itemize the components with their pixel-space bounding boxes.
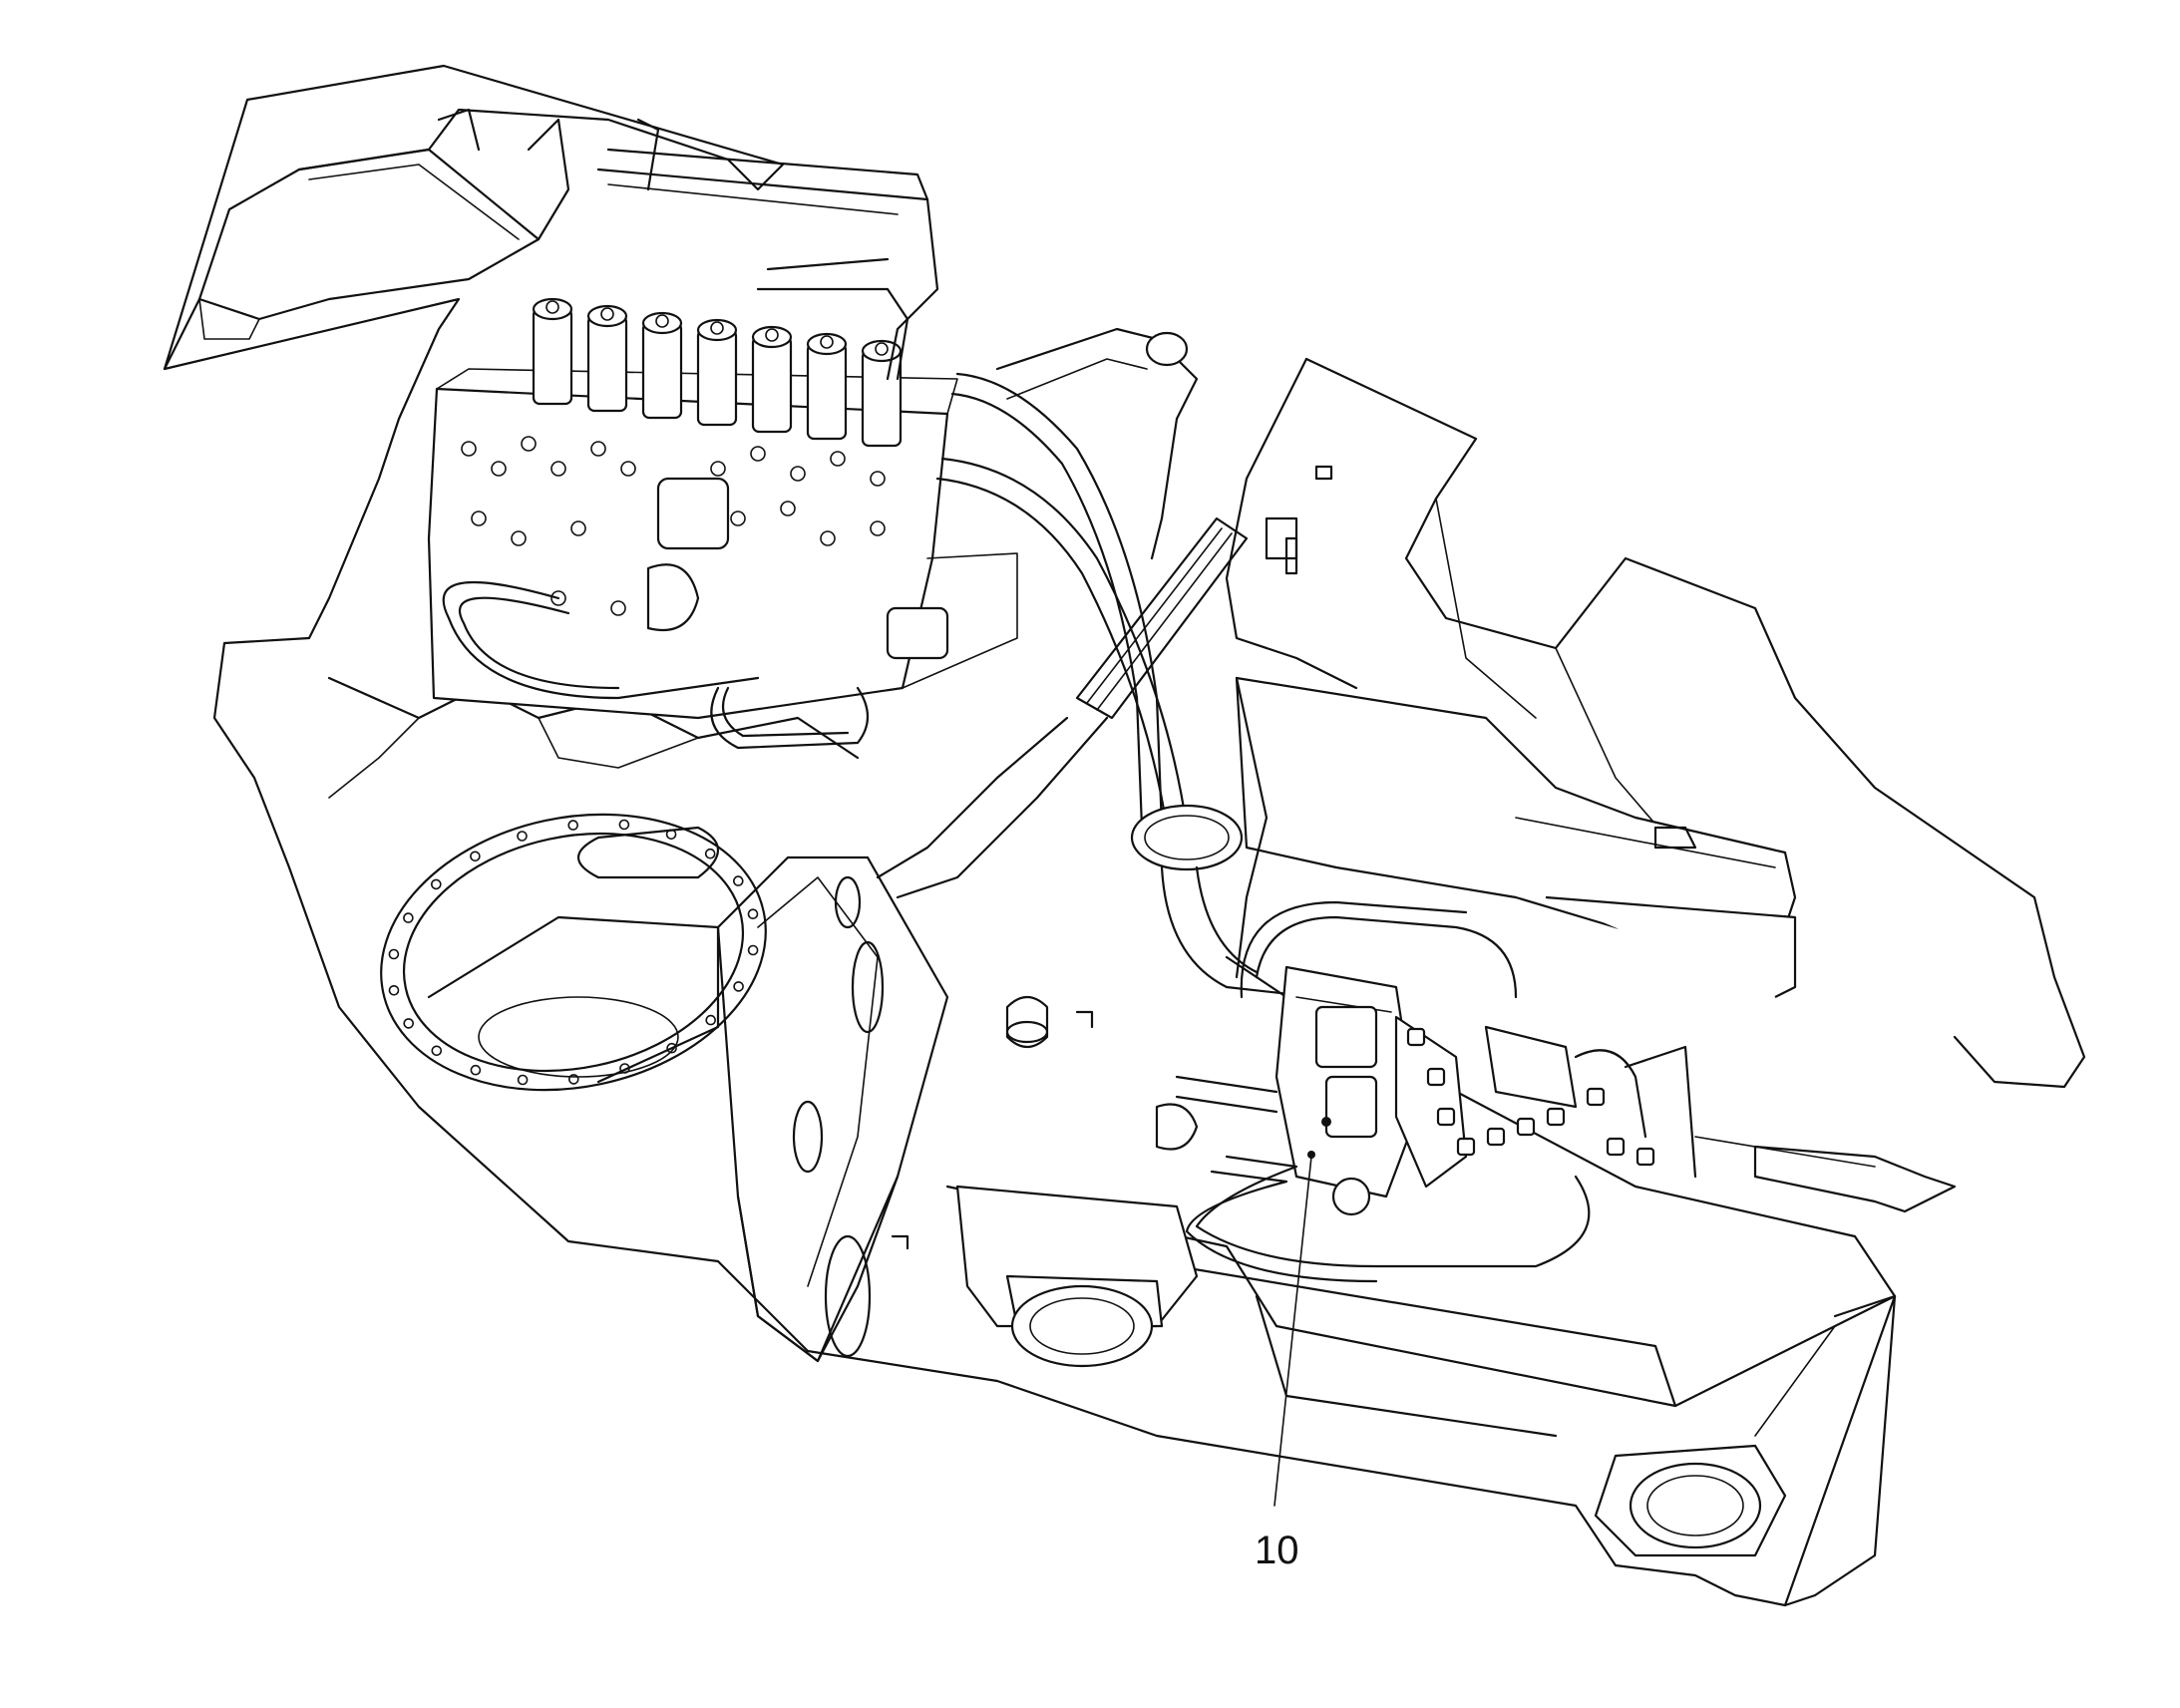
valve-port (610, 600, 626, 616)
center-side-plates (716, 855, 949, 1363)
bolt-hole (388, 984, 400, 996)
assembly-fittings (1406, 1027, 1655, 1167)
solenoid-nut (875, 342, 889, 356)
valve-port (790, 466, 806, 482)
hex-fitting (1546, 1107, 1566, 1127)
solenoid-nut (765, 328, 779, 342)
bolt-hole (431, 1045, 443, 1057)
valve-bracket (437, 108, 939, 381)
bolt-hole (430, 878, 442, 890)
misc-fasteners (891, 465, 1333, 1250)
hex-fitting (1436, 1107, 1456, 1127)
callout-10: 10 (1255, 1151, 1315, 1572)
valve-port (570, 520, 586, 536)
hex-fitting (1426, 1067, 1446, 1087)
hose-bundle (876, 372, 1318, 999)
hex-fitting (1456, 1137, 1476, 1157)
main-control-valve (427, 297, 1018, 750)
callout-leader (1273, 1156, 1312, 1507)
valve-port (550, 590, 566, 606)
bolt-hole (705, 1014, 717, 1026)
solenoid-top (532, 297, 573, 321)
solenoid-body (751, 335, 793, 434)
bolt-hole (470, 1064, 482, 1076)
valve-port (710, 461, 726, 477)
pilot-valve-assembly (1175, 900, 1957, 1283)
solenoid-body (641, 321, 683, 420)
solenoid-nut (710, 321, 724, 335)
valve-ports (461, 436, 886, 616)
hex-fitting (1406, 1027, 1426, 1047)
valve-port (461, 441, 477, 457)
solenoid-body (806, 342, 848, 441)
solenoid-body (696, 328, 738, 427)
solenoid-body (586, 314, 628, 413)
callout-anchor-dot (1307, 1151, 1315, 1159)
hex-fitting (1635, 1147, 1655, 1167)
solenoid-nut (545, 300, 559, 314)
upper-right-bracket (995, 327, 1298, 560)
bolt-hole (747, 908, 759, 920)
valve-port (750, 446, 766, 462)
bolt-hole (403, 912, 414, 923)
solenoid-caps (532, 297, 903, 448)
valve-port (820, 530, 836, 546)
bolt-hole (567, 1074, 579, 1085)
bolt-hole (567, 820, 579, 831)
valve-port (780, 501, 796, 516)
callout-label: 10 (1255, 1529, 1299, 1572)
solenoid-body (861, 349, 903, 448)
solenoid-body (532, 307, 573, 406)
solenoid-nut (820, 335, 834, 349)
bolt-hole (517, 1074, 529, 1086)
bolt-hole (517, 831, 528, 842)
hex-fitting (1606, 1137, 1626, 1157)
bolt-hole (747, 944, 759, 956)
right-crossmember (945, 676, 1897, 1607)
bolt-hole (732, 875, 744, 886)
bolt-hole (666, 1042, 677, 1054)
bolt-ring (388, 819, 759, 1086)
valve-port (830, 451, 846, 467)
hex-fitting (1586, 1087, 1606, 1107)
bolt-hole (619, 1063, 630, 1074)
bolt-hole (733, 981, 744, 992)
valve-port (550, 461, 566, 477)
valve-port (870, 471, 886, 487)
hex-fitting (1486, 1127, 1506, 1147)
chassis-frame (163, 64, 2086, 1607)
valve-port (511, 530, 527, 546)
bolt-hole (470, 851, 481, 862)
solenoid-top (586, 304, 628, 328)
solenoid-top (641, 311, 683, 335)
valve-port (870, 520, 886, 536)
solenoid-top (806, 332, 848, 356)
bolt-hole (403, 1018, 415, 1029)
bolt-hole (704, 848, 716, 859)
bolt-hole (618, 819, 630, 831)
solenoid-top (751, 325, 793, 349)
solenoid-top (696, 318, 738, 342)
right-mount-plate (1235, 676, 1797, 998)
valve-port (521, 436, 537, 452)
bolt-hole (665, 829, 677, 841)
valve-port (471, 511, 487, 526)
bolt-hole (388, 948, 400, 960)
slew-ring-plate (380, 813, 767, 1092)
valve-port (491, 461, 507, 477)
valve-port (590, 441, 606, 457)
solenoid-nut (600, 307, 614, 321)
solenoid-nut (655, 314, 669, 328)
hex-fitting (1516, 1117, 1536, 1137)
valve-port (730, 511, 746, 526)
valve-port (620, 461, 636, 477)
